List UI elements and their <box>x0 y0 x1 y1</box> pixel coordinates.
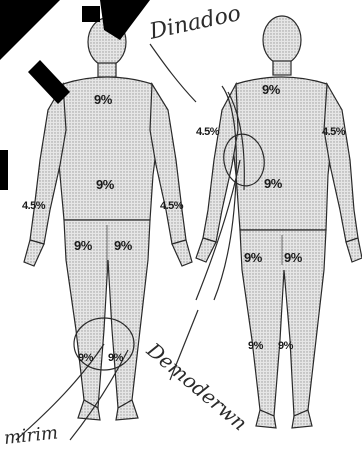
front-left-arm <box>30 84 66 244</box>
front-right-thigh-label: 9% <box>114 238 132 253</box>
back-right-thigh-label: 9% <box>284 250 302 265</box>
front-left-thigh-label: 9% <box>74 238 92 253</box>
back-head <box>263 16 301 64</box>
front-left-leg-label: 9% <box>78 352 93 364</box>
back-left-leg-label: 9% <box>248 340 263 352</box>
back-upper-back-label: 9% <box>262 82 280 97</box>
back-left-thigh-label: 9% <box>244 250 262 265</box>
back-right-leg-label: 9% <box>278 340 293 352</box>
front-right-arm-label: 4.5% <box>160 200 183 212</box>
front-right-arm <box>150 84 186 244</box>
front-right-leg-label: 9% <box>108 352 123 364</box>
front-left-arm-label: 4.5% <box>22 200 45 212</box>
back-lower-back-label: 9% <box>264 176 282 191</box>
back-left-arm-label: 4.5% <box>196 126 219 138</box>
back-right-arm-label: 4.5% <box>322 126 345 138</box>
back-figure <box>196 16 362 428</box>
front-abdomen-label: 9% <box>96 177 114 192</box>
back-torso <box>230 77 334 230</box>
front-chest-label: 9% <box>94 92 112 107</box>
